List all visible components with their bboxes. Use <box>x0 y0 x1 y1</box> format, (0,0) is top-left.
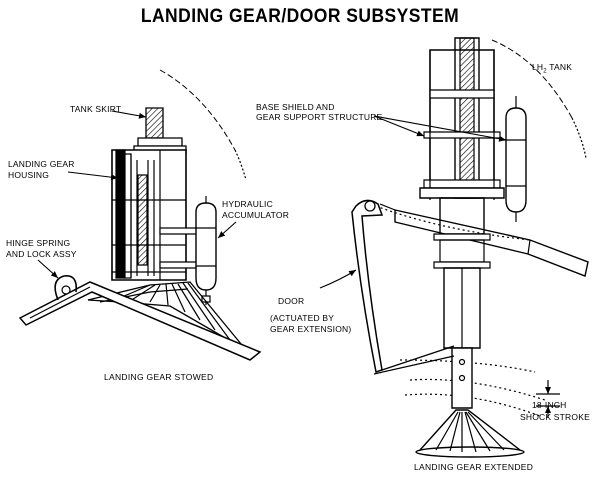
label-landing-gear-housing-line2: HOUSING <box>8 170 50 180</box>
label-shock-stroke-line2: SHOCK STROKE <box>520 412 590 422</box>
label-hydraulic-accumulator-line1: HYDRAULIC <box>222 199 273 209</box>
label-tank-skirt: TANK SKIRT <box>70 104 122 114</box>
caption-landing-gear-extended: LANDING GEAR EXTENDED <box>414 462 534 472</box>
tank-skirt <box>146 108 163 138</box>
label-door-note-line2: GEAR EXTENSION) <box>270 324 352 334</box>
stowed-leaders <box>38 111 236 278</box>
stowed-view <box>20 70 260 360</box>
hinge-spring-lock <box>55 276 76 300</box>
extended-base-shield <box>395 210 588 276</box>
label-landing-gear-housing-line1: LANDING GEAR <box>8 159 75 169</box>
label-hinge-spring-line2: AND LOCK ASSY <box>6 249 77 259</box>
label-door-note-line1: (ACTUATED BY <box>270 313 335 323</box>
label-door: DOOR <box>278 296 305 306</box>
label-lh2-tank-suffix: TANK <box>546 62 573 72</box>
hydraulic-accumulator-stowed <box>196 203 216 290</box>
label-lh2-tank-prefix: LH <box>532 62 544 72</box>
hydraulic-accumulator-extended <box>506 108 526 212</box>
label-base-shield-line1: BASE SHIELD AND <box>256 102 335 112</box>
label-hydraulic-accumulator-line2: ACCUMULATOR <box>222 210 290 220</box>
caption-landing-gear-stowed: LANDING GEAR STOWED <box>104 372 214 382</box>
diagram-title: LANDING GEAR/DOOR SUBSYSTEM <box>140 6 460 27</box>
label-lh2-tank-subscript: 2 <box>543 68 547 75</box>
label-lh2-tank: LH2 TANK <box>532 62 572 78</box>
extended-view <box>352 38 588 457</box>
stowed-tank-arc <box>160 70 235 150</box>
lh2-tank-arc <box>492 40 572 118</box>
stowed-base-shield <box>20 282 260 360</box>
label-base-shield-line2: GEAR SUPPORT STRUCTURE <box>256 112 383 122</box>
stowed-foot-pad <box>88 282 246 350</box>
extended-leaders <box>320 116 506 288</box>
label-hinge-spring-line1: HINGE SPRING <box>6 238 71 248</box>
landing-gear-door <box>352 200 382 372</box>
label-shock-stroke-line1: 18-INCH <box>532 400 567 410</box>
